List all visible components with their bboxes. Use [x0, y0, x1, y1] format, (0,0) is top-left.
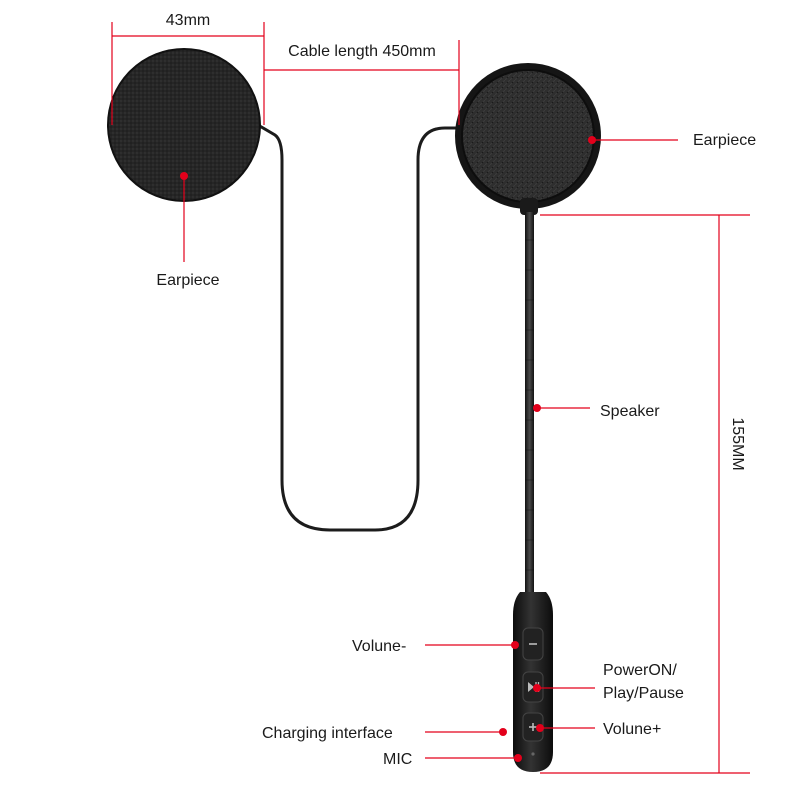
cable-length-label: Cable length 450mm [288, 43, 436, 60]
mic-label: MIC [383, 751, 412, 768]
right-earpiece-label: Earpiece [693, 132, 756, 149]
plus-icon [529, 723, 537, 731]
cable [257, 123, 462, 532]
speaker-label: Speaker [600, 403, 660, 420]
volume-plus-label: Volune+ [603, 721, 661, 738]
power-label-line2: Play/Pause [603, 685, 684, 702]
left-earpiece-label: Earpiece [156, 272, 219, 289]
power-label-line1: PowerON/ [603, 662, 677, 679]
charging-interface-label: Charging interface [262, 725, 393, 742]
gooseneck-arm [525, 212, 534, 594]
right-earpiece [455, 63, 601, 215]
leader-dots [180, 136, 596, 762]
width-label: 43mm [166, 12, 210, 29]
mic-hole [531, 752, 535, 756]
height-label: 155MM [729, 417, 746, 470]
control-body [513, 592, 553, 772]
dimension-lines [111, 22, 750, 774]
leader-lines [183, 139, 678, 759]
volume-minus-label: Volune- [352, 638, 406, 655]
